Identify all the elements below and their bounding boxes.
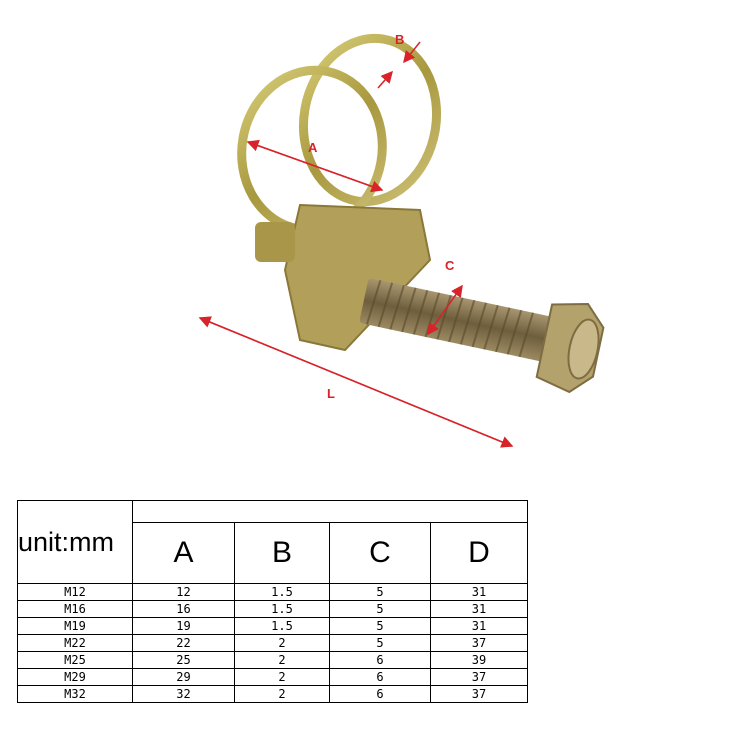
a-cell: 29 <box>132 668 235 686</box>
spec-table: unit:mm A B C D M12 12 1.5 5 31 M16 16 1… <box>17 500 528 703</box>
b-cell: 2 <box>234 685 330 703</box>
b-cell: 1.5 <box>234 600 330 618</box>
d-cell: 37 <box>430 668 528 686</box>
d-cell: 31 <box>430 600 528 618</box>
c-cell: 5 <box>329 634 431 652</box>
d-cell: 39 <box>430 651 528 669</box>
a-cell: 25 <box>132 651 235 669</box>
dimension-label-b: B <box>395 32 405 47</box>
b-cell: 1.5 <box>234 617 330 635</box>
table-row: M19 19 1.5 5 31 <box>17 617 528 635</box>
hose-clamp-photo <box>198 33 605 448</box>
wire-ring-back <box>298 33 442 207</box>
size-cell: M19 <box>17 617 133 635</box>
table-row: M32 32 2 6 37 <box>17 685 528 703</box>
b-cell: 2 <box>234 651 330 669</box>
b-cell: 2 <box>234 634 330 652</box>
table-header-row: A B C D <box>18 522 528 584</box>
table-row: M29 29 2 6 37 <box>17 668 528 686</box>
size-cell: M25 <box>17 651 133 669</box>
table-header-row-top: unit:mm <box>17 500 528 584</box>
table-row: M22 22 2 5 37 <box>17 634 528 652</box>
c-cell: 6 <box>329 668 431 686</box>
c-cell: 5 <box>329 583 431 601</box>
column-header-c: C <box>329 522 431 584</box>
b-cell: 2 <box>234 668 330 686</box>
c-cell: 5 <box>329 617 431 635</box>
c-cell: 6 <box>329 685 431 703</box>
saddle-bracket <box>283 203 432 352</box>
size-cell: M29 <box>17 668 133 686</box>
table-row: M12 12 1.5 5 31 <box>17 583 528 601</box>
table-row: M25 25 2 6 39 <box>17 651 528 669</box>
column-header-b: B <box>234 522 330 584</box>
a-cell: 16 <box>132 600 235 618</box>
c-cell: 6 <box>329 651 431 669</box>
a-cell: 19 <box>132 617 235 635</box>
size-cell: M16 <box>17 600 133 618</box>
threaded-bolt <box>359 278 605 394</box>
dimension-label-c: C <box>445 258 455 273</box>
a-cell: 12 <box>132 583 235 601</box>
d-cell: 31 <box>430 617 528 635</box>
d-cell: 31 <box>430 583 528 601</box>
a-cell: 32 <box>132 685 235 703</box>
dimension-arrows <box>198 41 514 448</box>
size-cell: M32 <box>17 685 133 703</box>
c-cell: 5 <box>329 600 431 618</box>
column-header-d: D <box>430 522 528 584</box>
a-cell: 22 <box>132 634 235 652</box>
dimension-label-a: A <box>308 140 318 155</box>
b-cell: 1.5 <box>234 583 330 601</box>
d-cell: 37 <box>430 634 528 652</box>
unit-label: unit:mm <box>17 500 133 584</box>
d-cell: 37 <box>430 685 528 703</box>
size-cell: M12 <box>17 583 133 601</box>
dimension-label-l: L <box>327 386 335 401</box>
column-header-a: A <box>132 522 235 584</box>
table-row: M16 16 1.5 5 31 <box>17 600 528 618</box>
size-cell: M22 <box>17 634 133 652</box>
header-empty-cell <box>132 500 528 523</box>
